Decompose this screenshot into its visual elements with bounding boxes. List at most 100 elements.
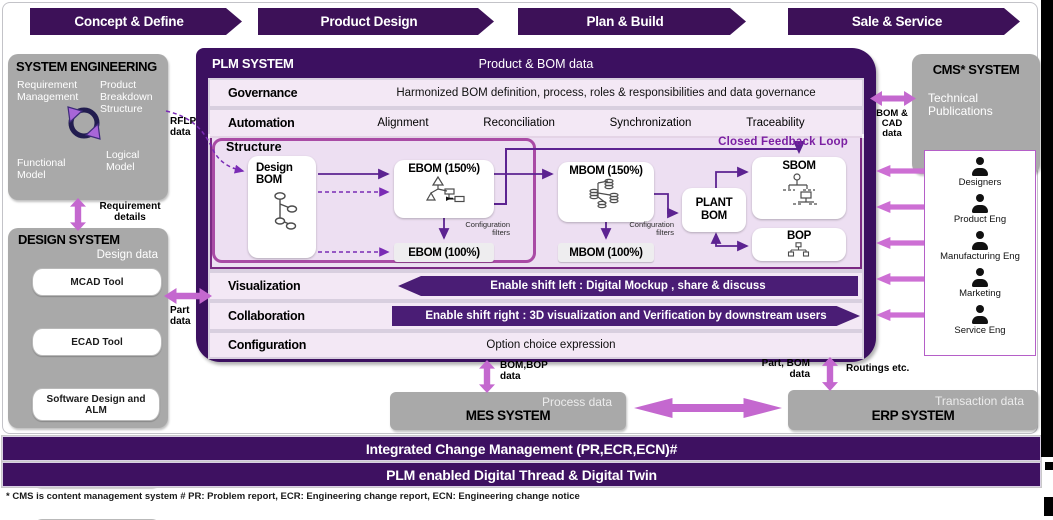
design-bom-label: Design BOM: [256, 162, 293, 186]
person-icon: [970, 194, 990, 213]
tool-label: Software Design and ALM: [46, 393, 146, 416]
phase-label: Concept & Define: [74, 14, 184, 29]
node-tree-icon: [270, 190, 300, 237]
user-product-eng: Product Eng: [925, 194, 1035, 225]
tool-cylinder-software-alm: Software Design and ALM: [32, 388, 160, 421]
sbom-label: SBOM: [782, 160, 816, 172]
bop-label: BOP: [786, 230, 812, 242]
phase-label: Product Design: [320, 14, 418, 29]
user-label: Manufacturing Eng: [940, 251, 1020, 262]
part-data-arrow: [164, 288, 212, 304]
phase-chevron-product-design: Product Design: [258, 8, 494, 35]
plant-bom-node: PLANT BOM: [682, 188, 746, 232]
routings-label: Routings etc.: [846, 363, 910, 374]
visualization-label: Visualization: [228, 279, 301, 293]
bop-node: BOP: [752, 228, 846, 261]
se-functional-model: Functional Model: [17, 157, 66, 181]
erp-system-box: Transaction data ERP SYSTEM: [788, 390, 1038, 430]
cycle-arrows-icon: [61, 100, 107, 151]
automation-label: Automation: [228, 116, 295, 130]
part-bom-data-label: Part, BOM data: [761, 358, 810, 380]
transaction-data-label: Transaction data: [935, 394, 1024, 408]
design-bom-node: Design BOM: [248, 156, 316, 258]
requirement-details-label: Requirement details: [99, 201, 161, 223]
se-requirement-management: Requirement Management: [17, 79, 79, 103]
structure-label: Structure: [226, 140, 282, 154]
flow-tree-icon: [784, 242, 814, 262]
user-marketing: Marketing: [925, 268, 1035, 299]
rflp-data-label: RFLP data: [170, 116, 197, 138]
system-engineering-box: SYSTEM ENGINEERING Requirement Managemen…: [8, 54, 168, 200]
routings-arrow: [822, 357, 838, 391]
tool-label: ECAD Tool: [71, 336, 123, 348]
automation-item: Synchronization: [609, 117, 692, 129]
erp-system-title: ERP SYSTEM: [871, 408, 955, 423]
shift-left-arrow: Enable shift left : Digital Mockup , sha…: [398, 276, 858, 296]
phase-chevron-sale-service: Sale & Service: [788, 8, 1020, 35]
triangle-tree-icon: [422, 175, 466, 212]
sbom-node: SBOM: [752, 157, 846, 219]
user-designers: Designers: [925, 157, 1035, 188]
user-service-eng: Service Eng: [925, 305, 1035, 336]
automation-item: Traceability: [746, 117, 805, 129]
closed-feedback-loop-label: Closed Feedback Loop: [718, 136, 848, 148]
plm-system-title: PLM SYSTEM: [212, 56, 294, 71]
user-label: Service Eng: [954, 325, 1006, 336]
slide-frame: [2, 2, 1038, 434]
cms-technical-publications: Technical Publications: [928, 91, 993, 119]
tool-cylinder-mcad: MCAD Tool: [32, 268, 162, 296]
user-label: Product Eng: [953, 214, 1007, 225]
cms-system-title: CMS* SYSTEM: [932, 62, 1020, 77]
bom-cad-data-arrow: [870, 91, 916, 106]
requirement-details-arrow: [70, 198, 86, 231]
person-icon: [970, 268, 990, 287]
person-icon: [970, 157, 990, 176]
collaboration-text: Enable shift right : 3D visualization an…: [425, 310, 827, 322]
governance-text: Harmonized BOM definition, process, role…: [396, 87, 816, 99]
configuration-filters-label: Configuration filters: [465, 220, 510, 237]
person-icon: [970, 231, 990, 250]
ebom-100-node: EBOM (100%): [394, 243, 494, 262]
configuration-row: Configuration Option choice expression: [210, 333, 862, 357]
mes-erp-arrow: [634, 398, 782, 418]
configuration-text: Option choice expression: [486, 339, 616, 351]
phase-chevron-concept-define: Concept & Define: [30, 8, 242, 35]
person-icon: [970, 305, 990, 324]
process-data-label: Process data: [541, 395, 612, 409]
se-product-breakdown-structure: Product Breakdown Structure: [100, 79, 153, 115]
se-logical-model: Logical Model: [106, 149, 140, 173]
ebom-150-node: EBOM (150%): [394, 160, 494, 218]
footnote: * CMS is content management system # PR:…: [6, 491, 580, 502]
screen-edge-artifact: [1045, 462, 1053, 470]
phase-label: Plan & Build: [586, 14, 664, 29]
digital-thread-bar: PLM enabled Digital Thread & Digital Twi…: [3, 463, 1040, 486]
user-label: Designers: [958, 177, 1002, 188]
automation-row: Automation Alignment Reconciliation Sync…: [210, 110, 862, 136]
phase-label: Sale & Service: [851, 14, 943, 29]
change-management-text: Integrated Change Management (PR,ECR,ECN…: [365, 440, 678, 457]
design-system-box: DESIGN SYSTEM Design data MCAD Tool ECAD…: [8, 228, 168, 520]
users-panel: Designers Product Eng Manufacturing Eng …: [924, 150, 1036, 356]
screen-edge-artifact: [1041, 0, 1053, 457]
part-data-label: Part data: [170, 305, 191, 327]
mbom-150-label: MBOM (150%): [569, 165, 643, 177]
configuration-filters-label: Configuration filters: [629, 220, 674, 237]
plant-bom-label: PLANT BOM: [695, 196, 733, 222]
org-chart-icon: [773, 172, 825, 213]
bom-bop-data-arrow: [479, 360, 495, 393]
design-data-label: Design data: [96, 249, 158, 261]
mbom-100-label: MBOM (100%): [569, 246, 643, 259]
mes-system-title: MES SYSTEM: [465, 408, 551, 423]
stack-tree-icon: [584, 177, 628, 216]
design-system-title: DESIGN SYSTEM: [18, 232, 120, 247]
phase-chevron-plan-build: Plan & Build: [518, 8, 746, 35]
ebom-100-label: EBOM (100%): [408, 246, 480, 259]
governance-label: Governance: [228, 86, 298, 100]
configuration-label: Configuration: [228, 338, 307, 352]
product-bom-data-header: Product & BOM data: [478, 57, 594, 71]
screen-edge-artifact: [1044, 497, 1053, 516]
automation-item: Alignment: [377, 117, 429, 129]
collaboration-label: Collaboration: [228, 309, 305, 323]
mes-system-box: Process data MES SYSTEM: [390, 392, 626, 430]
